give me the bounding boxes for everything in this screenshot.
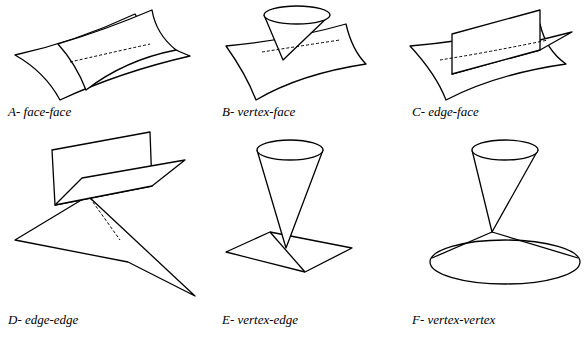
panel-caption: D- edge-edge (8, 312, 78, 328)
vertex-edge-sketch (226, 140, 352, 272)
edge-face-sketch (410, 10, 572, 100)
edge-edge-sketch (15, 132, 195, 296)
panel-caption: B- vertex-face (222, 104, 295, 120)
panel-caption: C- edge-face (412, 104, 479, 120)
panel-caption: F- vertex-vertex (412, 312, 495, 328)
vertex-face-sketch (226, 6, 366, 100)
panel-caption: E- vertex-edge (222, 312, 298, 328)
vertex-vertex-sketch (430, 140, 580, 284)
face-face-sketch (15, 10, 190, 100)
panel-caption: A- face-face (8, 104, 71, 120)
